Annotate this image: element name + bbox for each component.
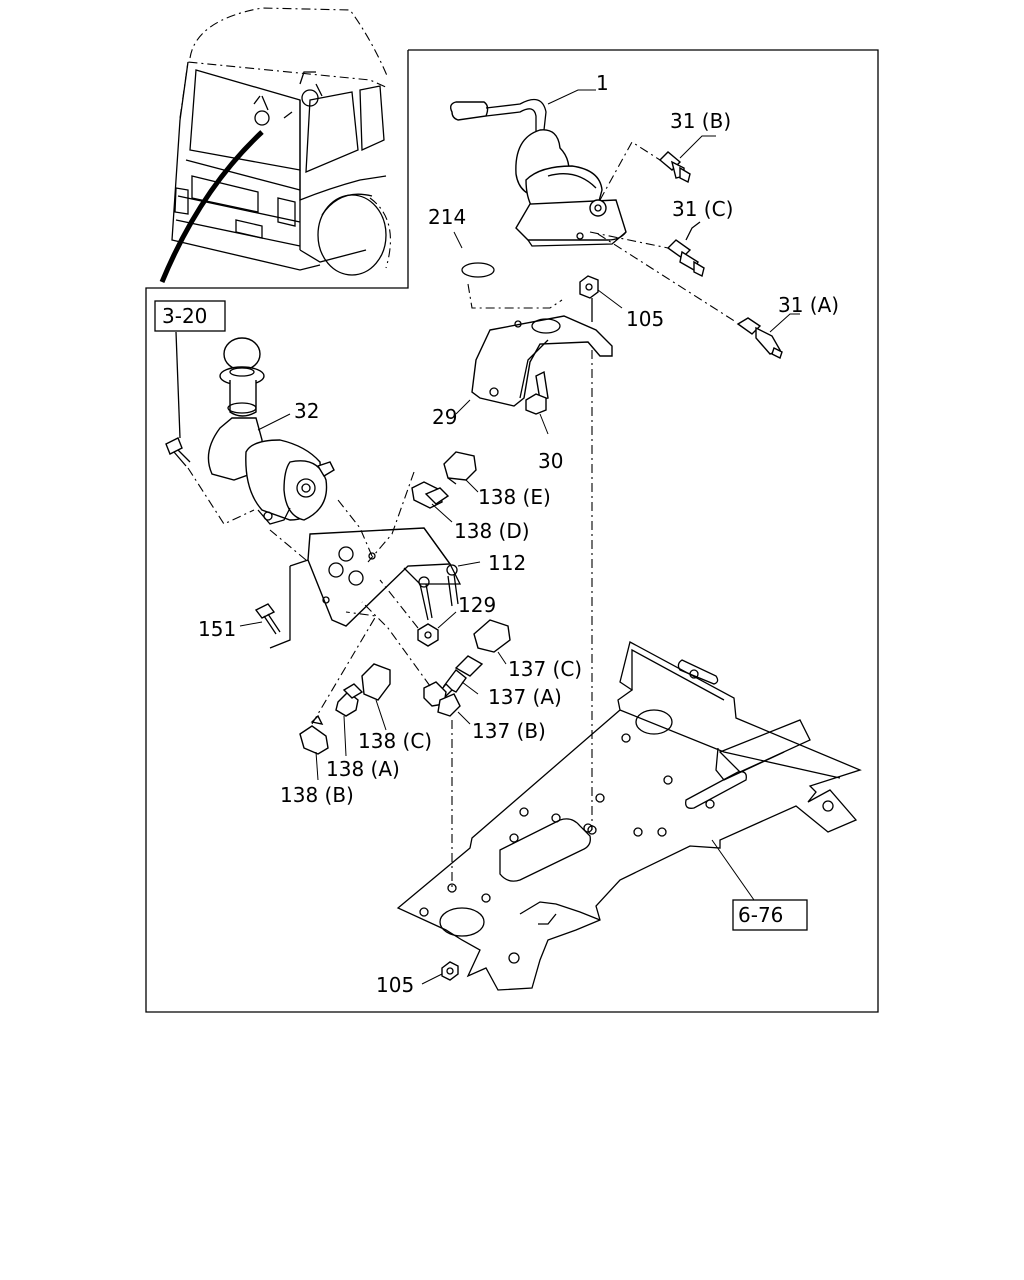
callout-31a: 31 (A) xyxy=(778,293,839,317)
callout-137b: 137 (B) xyxy=(472,719,546,743)
callout-138c: 138 (C) xyxy=(358,729,432,753)
fitting-137c-part xyxy=(473,619,511,665)
callout-137c: 137 (C) xyxy=(508,657,582,681)
callout-129: 129 xyxy=(458,593,496,617)
callout-29: 29 xyxy=(432,405,457,429)
fitting-138a-part xyxy=(335,683,364,757)
fitting-137b-part xyxy=(423,681,471,725)
callout-138d: 138 (D) xyxy=(454,519,530,543)
fitting-138c-part xyxy=(361,663,391,731)
base-plate-part xyxy=(396,641,862,991)
actuator-32-part xyxy=(207,337,335,525)
bolt-151-part xyxy=(239,603,281,635)
callout-137a: 137 (A) xyxy=(488,685,562,709)
reference-6-76-text: 6-76 xyxy=(738,903,783,927)
fitting-138d-part xyxy=(411,481,453,523)
o-ring-214-part xyxy=(453,231,563,309)
fitting-31a-part xyxy=(736,313,800,359)
reference-3-20-text: 3-20 xyxy=(162,304,207,328)
bracket-29-part xyxy=(455,315,613,415)
nut-105-top-part xyxy=(579,275,623,322)
fitting-138e-part xyxy=(443,451,479,493)
bolt-3-20-part xyxy=(165,331,191,467)
callout-151: 151 xyxy=(198,617,236,641)
callout-138a: 138 (A) xyxy=(326,757,400,781)
callout-105-bottom: 105 xyxy=(376,973,414,997)
callout-138e: 138 (E) xyxy=(478,485,551,509)
callout-112: 112 xyxy=(488,551,526,575)
lever-assembly-part xyxy=(449,89,627,247)
callout-31b: 31 (B) xyxy=(670,109,731,133)
reference-box-6-76[interactable]: 6-76 xyxy=(711,839,808,931)
diagram-frame xyxy=(145,49,879,1013)
callout-214: 214 xyxy=(428,205,466,229)
callout-30: 30 xyxy=(538,449,563,473)
callout-1: 1 xyxy=(596,71,609,95)
bracket-112-part xyxy=(269,527,481,649)
callout-105-top: 105 xyxy=(626,307,664,331)
callout-138b: 138 (B) xyxy=(280,783,354,807)
truck-cab-illustration xyxy=(159,7,391,283)
bolt-30-part xyxy=(525,370,549,435)
fitting-31b-part xyxy=(658,135,716,184)
fitting-31c-part xyxy=(666,221,705,278)
nut-105-bottom-part xyxy=(421,961,459,985)
callout-31c: 31 (C) xyxy=(672,197,733,221)
callout-32: 32 xyxy=(294,399,319,423)
reference-box-3-20[interactable]: 3-20 xyxy=(154,300,226,332)
washer-129-part xyxy=(379,579,457,647)
fitting-138b-part xyxy=(299,714,329,781)
